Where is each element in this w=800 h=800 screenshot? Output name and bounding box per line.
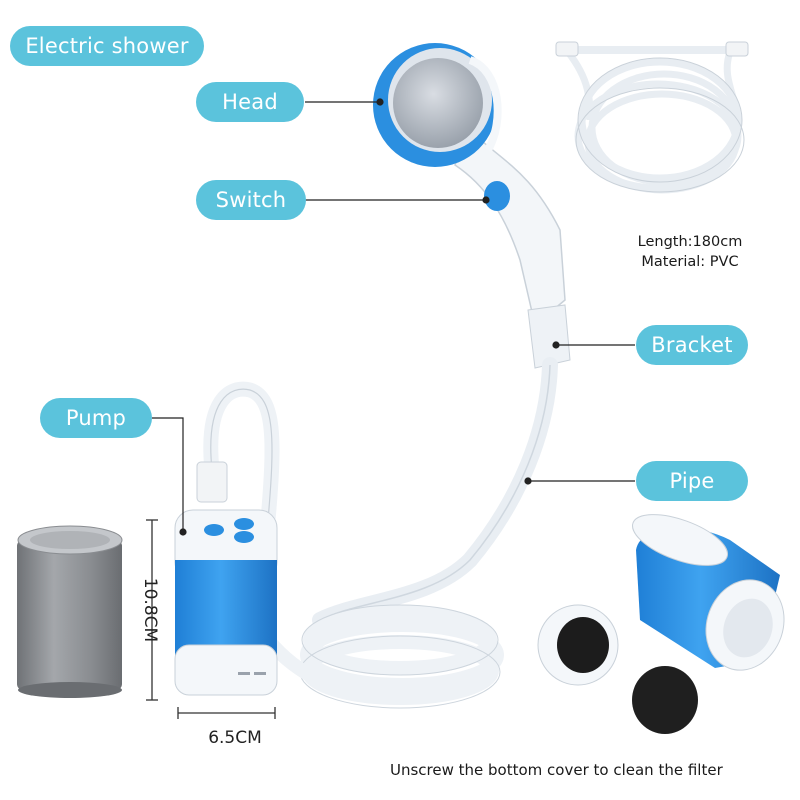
dimension-lines — [146, 519, 276, 719]
switch-label: Switch — [196, 180, 306, 220]
pipe-label: Pipe — [636, 461, 748, 501]
head-label: Head — [196, 82, 304, 122]
bottom-hose-coil — [300, 605, 504, 705]
height-dimension: 10.8CM — [140, 577, 160, 643]
hose-length: Length:180cm — [637, 234, 743, 250]
filter-cover — [537, 604, 619, 686]
can-size-reference — [17, 525, 123, 698]
pump-label: Pump — [40, 398, 152, 438]
coiled-hose — [565, 46, 742, 194]
hose-material: Material: PVC — [641, 254, 739, 270]
pump-unit — [174, 509, 278, 696]
bracket-label: Bracket — [636, 325, 748, 365]
pointer-lines — [152, 98, 635, 536]
shower-head — [373, 43, 502, 167]
shower-handle — [454, 128, 571, 369]
filter-canister — [632, 514, 785, 671]
width-dimension: 6.5CM — [208, 728, 262, 748]
filter-sponge — [632, 666, 698, 734]
title-label: Electric shower — [10, 26, 204, 66]
switch-button-graphic — [484, 181, 510, 211]
filter-cleaning-note: Unscrew the bottom cover to clean the fi… — [390, 761, 723, 779]
